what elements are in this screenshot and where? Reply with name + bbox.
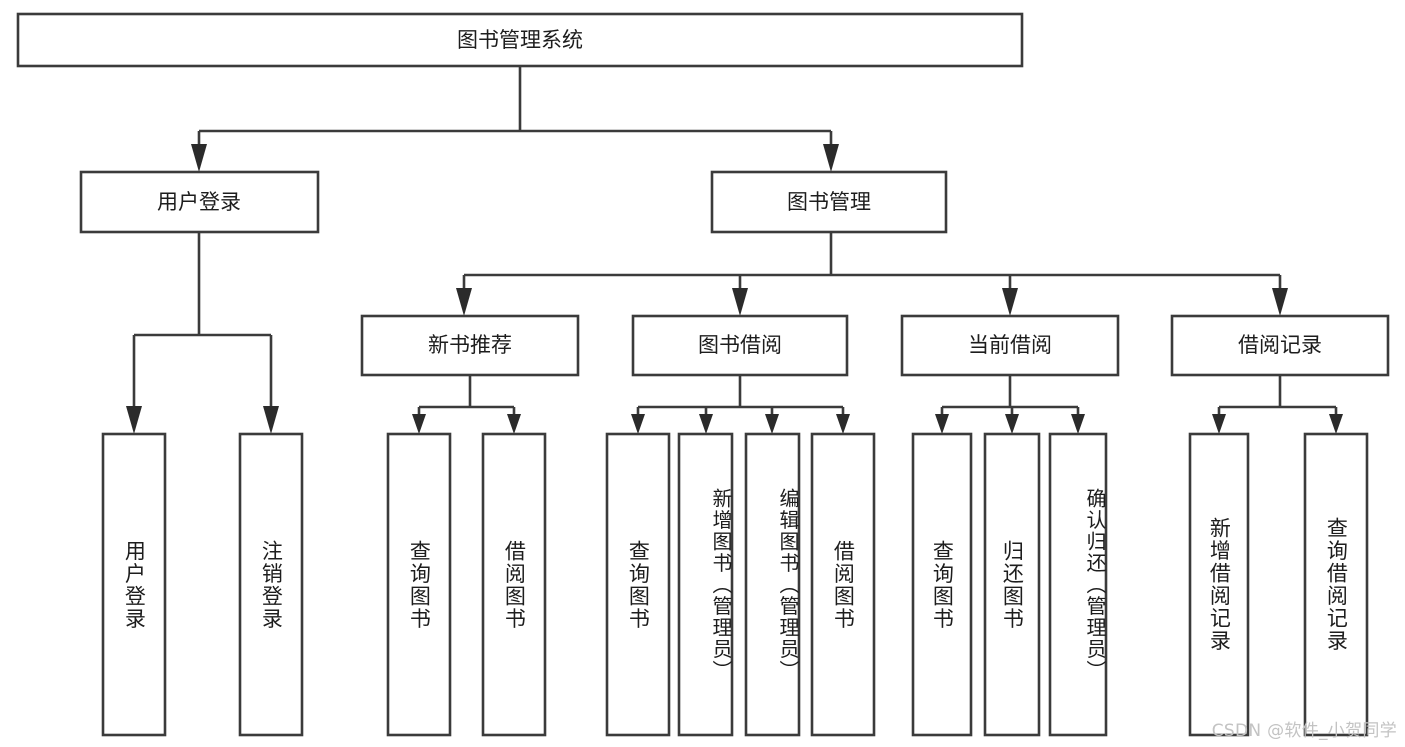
leaf-box-logout[interactable] [238, 432, 304, 737]
arrow-head-icon [765, 414, 779, 434]
node-new-book-recommend[interactable]: 新书推荐 [360, 314, 580, 377]
node-user-login[interactable]: 用户登录 [79, 170, 320, 234]
node-book-management-box[interactable] [710, 170, 948, 234]
node-book-management[interactable]: 图书管理 [710, 170, 948, 234]
arrow-head-icon [456, 288, 472, 316]
edge-group-newbook [412, 375, 521, 434]
node-root[interactable]: 图书管理系统 [16, 12, 1024, 68]
arrow-head-icon [823, 144, 839, 172]
node-root-label: 图书管理系统 [457, 28, 583, 52]
edge-group-root [191, 66, 839, 172]
node-user-login-label: 用户登录 [157, 190, 241, 214]
node-book-management-label: 图书管理 [787, 190, 871, 214]
edge-group-current [935, 375, 1085, 434]
arrow-head-icon [191, 144, 207, 172]
node-current-borrow-box[interactable] [900, 314, 1120, 377]
leaf-box-user-login[interactable] [101, 432, 167, 737]
edge-group-book-mgmt [456, 232, 1288, 316]
arrow-head-icon [1002, 288, 1018, 316]
arrow-head-icon [1005, 414, 1019, 434]
leaf-box-add-borrow-record[interactable] [1188, 432, 1250, 737]
node-borrow-records-box[interactable] [1170, 314, 1390, 377]
edge-group-borrow [631, 375, 850, 434]
node-current-borrow[interactable]: 当前借阅 [900, 314, 1120, 377]
edge-group-records [1212, 375, 1343, 434]
leaf-box-query-book-2[interactable] [605, 432, 671, 737]
node-current-borrow-label: 当前借阅 [968, 333, 1052, 357]
leaf-box-borrow-book-2[interactable] [810, 432, 876, 737]
node-book-borrow-label: 图书借阅 [698, 333, 782, 357]
node-new-book-recommend-box[interactable] [360, 314, 580, 377]
arrow-head-icon [1272, 288, 1288, 316]
leaf-box-query-borrow-record[interactable] [1303, 432, 1369, 737]
leaf-box-query-book-1[interactable] [386, 432, 452, 737]
arrow-head-icon [631, 414, 645, 434]
arrow-head-icon [1329, 414, 1343, 434]
leaf-box-confirm-return-admin[interactable] [1048, 432, 1108, 737]
arrow-head-icon [732, 288, 748, 316]
arrow-head-icon [263, 406, 279, 434]
arrow-head-icon [1071, 414, 1085, 434]
arrow-head-icon [412, 414, 426, 434]
node-root-box[interactable] [16, 12, 1024, 68]
node-book-borrow[interactable]: 图书借阅 [631, 314, 849, 377]
leaf-box-add-book-admin[interactable] [677, 432, 734, 737]
leaf-box-edit-book-admin[interactable] [744, 432, 801, 737]
node-user-login-box[interactable] [79, 170, 320, 234]
leaf-box-borrow-book-1[interactable] [481, 432, 547, 737]
node-borrow-records[interactable]: 借阅记录 [1170, 314, 1390, 377]
arrow-head-icon [935, 414, 949, 434]
arrow-head-icon [1212, 414, 1226, 434]
arrow-head-icon [507, 414, 521, 434]
arrow-head-icon [699, 414, 713, 434]
arrow-head-icon [126, 406, 142, 434]
leaf-box-query-book-3[interactable] [911, 432, 973, 737]
edge-group-user-login [126, 232, 279, 434]
node-borrow-records-label: 借阅记录 [1238, 333, 1322, 357]
leaf-node-group [101, 432, 1369, 737]
arrow-head-icon [836, 414, 850, 434]
node-book-borrow-box[interactable] [631, 314, 849, 377]
leaf-box-return-book[interactable] [983, 432, 1041, 737]
node-new-book-recommend-label: 新书推荐 [428, 333, 512, 357]
